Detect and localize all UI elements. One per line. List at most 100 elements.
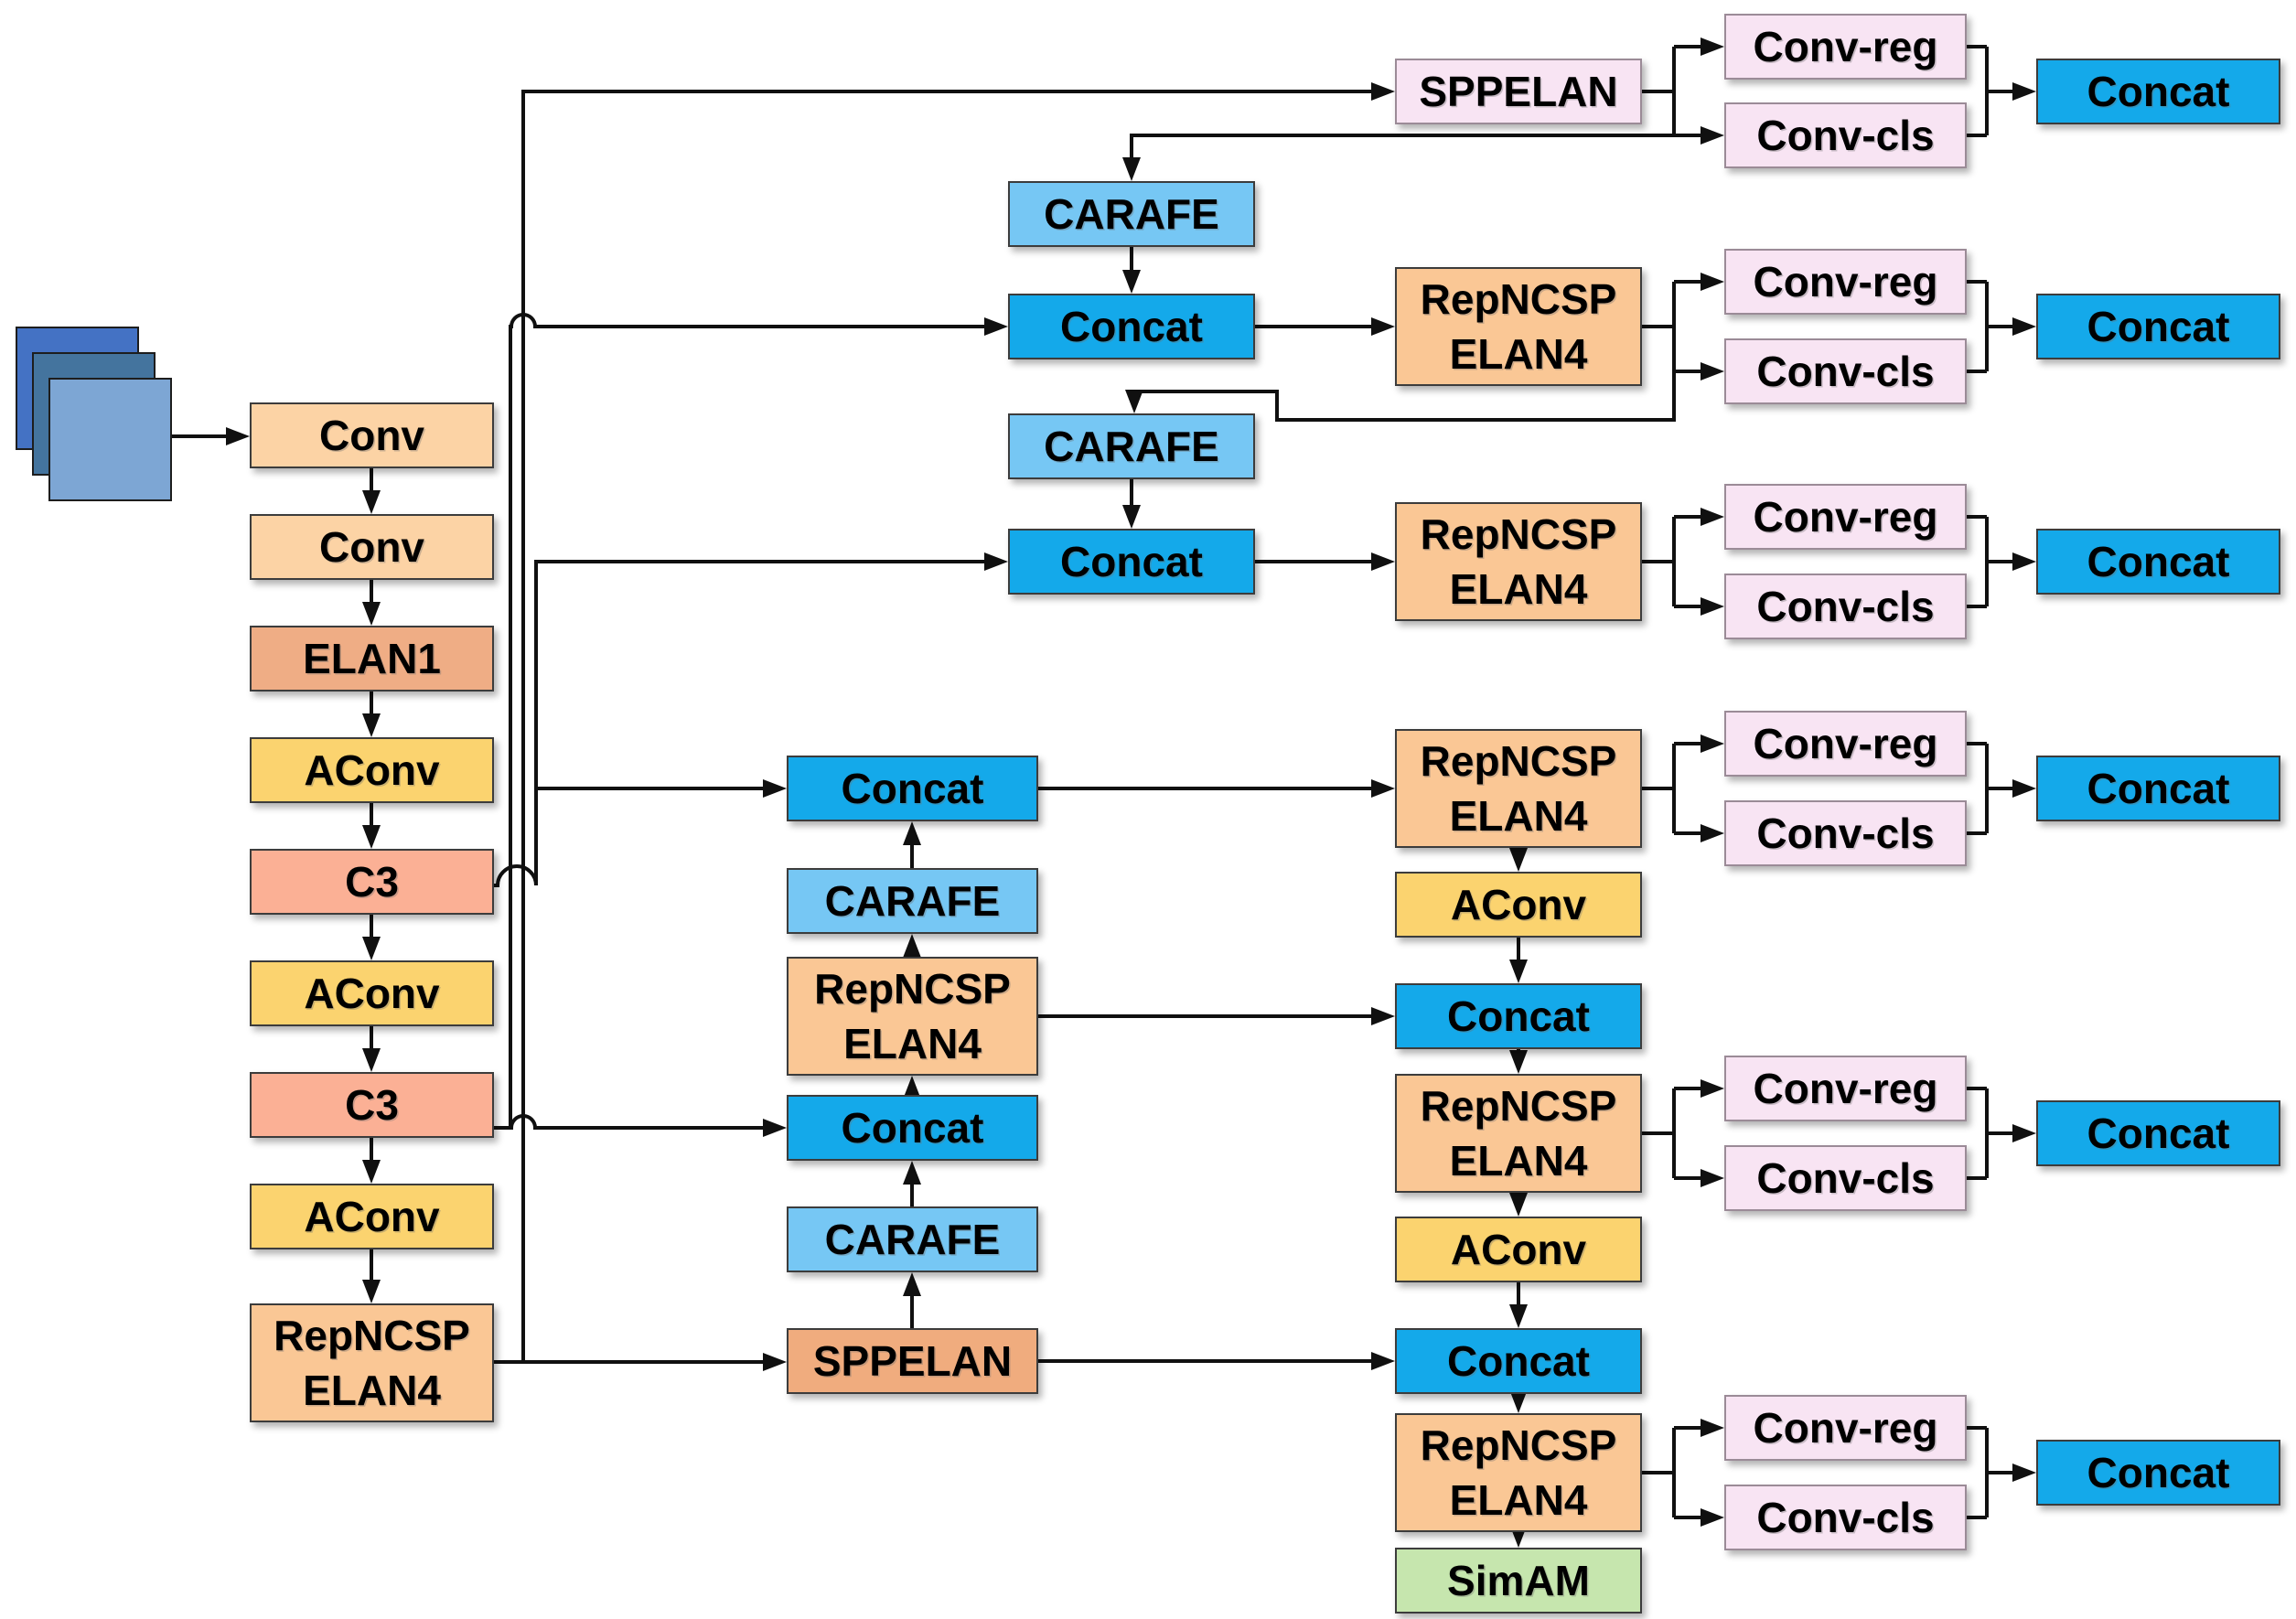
node-label: Concat	[1447, 992, 1590, 1040]
node-concat-out-4: Concat	[2036, 756, 2280, 821]
node-label: Concat	[1060, 538, 1203, 585]
node-label: ELAN4	[1449, 565, 1588, 613]
node-label: Conv-reg	[1753, 1065, 1938, 1112]
node-conv-1: Conv	[250, 402, 494, 468]
node-label: Conv-cls	[1756, 583, 1935, 630]
node-conv-reg-3: Conv-reg	[1724, 484, 1967, 550]
node-repncsp-head-5: RepNCSP ELAN4	[1395, 1074, 1642, 1193]
node-label: ELAN4	[1449, 792, 1588, 840]
node-aconv-2: AConv	[250, 960, 494, 1026]
node-label: C3	[345, 858, 399, 906]
node-conv-cls-1: Conv-cls	[1724, 102, 1967, 168]
node-label: SimAM	[1447, 1557, 1590, 1604]
node-repncsp-head-3: RepNCSP ELAN4	[1395, 502, 1642, 621]
node-conv-reg-2: Conv-reg	[1724, 249, 1967, 315]
node-label: AConv	[304, 970, 440, 1017]
node-label: RepNCSP	[1420, 275, 1617, 323]
node-conv-cls-2: Conv-cls	[1724, 338, 1967, 404]
node-label: Conv-reg	[1753, 23, 1938, 70]
node-label: Concat	[841, 1104, 984, 1152]
node-label: AConv	[304, 1193, 440, 1240]
node-concat-neck-top: Concat	[787, 756, 1038, 821]
node-label: ELAN1	[303, 635, 441, 682]
node-label: Concat	[2087, 1449, 2230, 1496]
node-label: CARAFE	[1044, 423, 1219, 470]
node-label: Conv-cls	[1756, 1494, 1935, 1541]
node-concat-out-1: Concat	[2036, 59, 2280, 124]
node-c3-2: C3	[250, 1072, 494, 1138]
node-label: AConv	[1450, 881, 1587, 928]
node-label: RepNCSP	[1420, 510, 1617, 558]
node-label: Conv-cls	[1756, 810, 1935, 857]
node-label: Concat	[2087, 538, 2230, 585]
node-label: Concat	[1447, 1337, 1590, 1385]
node-sppelan-top: SPPELAN	[1395, 59, 1642, 124]
node-conv-reg-6: Conv-reg	[1724, 1395, 1967, 1461]
node-aconv-head-5: AConv	[1395, 1217, 1642, 1282]
node-label: Concat	[2087, 303, 2230, 350]
node-label: ELAN4	[303, 1367, 441, 1414]
node-label: Conv-cls	[1756, 112, 1935, 159]
node-label: Conv-cls	[1756, 1154, 1935, 1202]
node-label: Conv-reg	[1753, 1404, 1938, 1452]
node-carafe-neck-1: CARAFE	[787, 868, 1038, 934]
node-label: AConv	[1450, 1226, 1587, 1273]
node-sppelan-bottom: SPPELAN	[787, 1328, 1038, 1394]
node-simam: SimAM	[1395, 1548, 1642, 1614]
node-concat-pan-56: Concat	[1395, 1328, 1642, 1394]
node-carafe-aux-1: CARAFE	[1008, 181, 1255, 247]
node-label: ELAN4	[843, 1020, 982, 1067]
node-repncsp-head-4: RepNCSP ELAN4	[1395, 729, 1642, 848]
node-concat-neck-bot: Concat	[787, 1095, 1038, 1161]
node-concat-out-6: Concat	[2036, 1440, 2280, 1506]
node-label: CARAFE	[824, 877, 1001, 925]
node-label: RepNCSP	[1420, 737, 1617, 785]
node-label: Conv-cls	[1756, 348, 1935, 395]
node-label: Conv-reg	[1753, 720, 1938, 767]
node-aconv-1: AConv	[250, 737, 494, 803]
node-label: CARAFE	[1044, 190, 1219, 238]
node-aconv-head-4: AConv	[1395, 872, 1642, 938]
node-concat-out-2: Concat	[2036, 294, 2280, 359]
node-label: Concat	[1060, 303, 1203, 350]
node-label: C3	[345, 1081, 399, 1129]
node-conv-reg-5: Conv-reg	[1724, 1056, 1967, 1121]
node-conv-cls-4: Conv-cls	[1724, 800, 1967, 866]
node-label: RepNCSP	[814, 965, 1011, 1013]
node-label: Conv	[319, 412, 424, 459]
node-repncsp-head-2: RepNCSP ELAN4	[1395, 267, 1642, 386]
node-concat-out-5: Concat	[2036, 1100, 2280, 1166]
node-aconv-3: AConv	[250, 1184, 494, 1249]
node-concat-out-3: Concat	[2036, 529, 2280, 595]
node-label: Conv	[319, 523, 424, 571]
node-repncsp-backbone: RepNCSP ELAN4	[250, 1303, 494, 1422]
node-label: AConv	[304, 746, 440, 794]
node-label: RepNCSP	[1420, 1082, 1617, 1130]
node-concat-aux-2: Concat	[1008, 529, 1255, 595]
node-carafe-aux-2: CARAFE	[1008, 413, 1255, 479]
node-conv-cls-5: Conv-cls	[1724, 1145, 1967, 1211]
node-label: Conv-reg	[1753, 258, 1938, 306]
node-label: SPPELAN	[1419, 68, 1618, 115]
node-c3-1: C3	[250, 849, 494, 915]
node-concat-aux-1: Concat	[1008, 294, 1255, 359]
node-label: ELAN4	[1449, 1137, 1588, 1185]
node-label: Concat	[2087, 1110, 2230, 1157]
node-conv-cls-6: Conv-cls	[1724, 1485, 1967, 1550]
node-label: SPPELAN	[812, 1337, 1013, 1385]
node-label: RepNCSP	[274, 1312, 470, 1359]
node-label: Concat	[2087, 68, 2230, 115]
node-label: Concat	[841, 765, 984, 812]
node-label: ELAN4	[1449, 330, 1588, 378]
node-label: Concat	[2087, 765, 2230, 812]
node-carafe-neck-2: CARAFE	[787, 1206, 1038, 1272]
node-label: CARAFE	[824, 1216, 1001, 1263]
node-label: RepNCSP	[1420, 1421, 1617, 1469]
input-image-stack	[48, 378, 172, 501]
node-elan1: ELAN1	[250, 626, 494, 692]
node-conv-reg-1: Conv-reg	[1724, 14, 1967, 80]
node-conv-reg-4: Conv-reg	[1724, 711, 1967, 777]
